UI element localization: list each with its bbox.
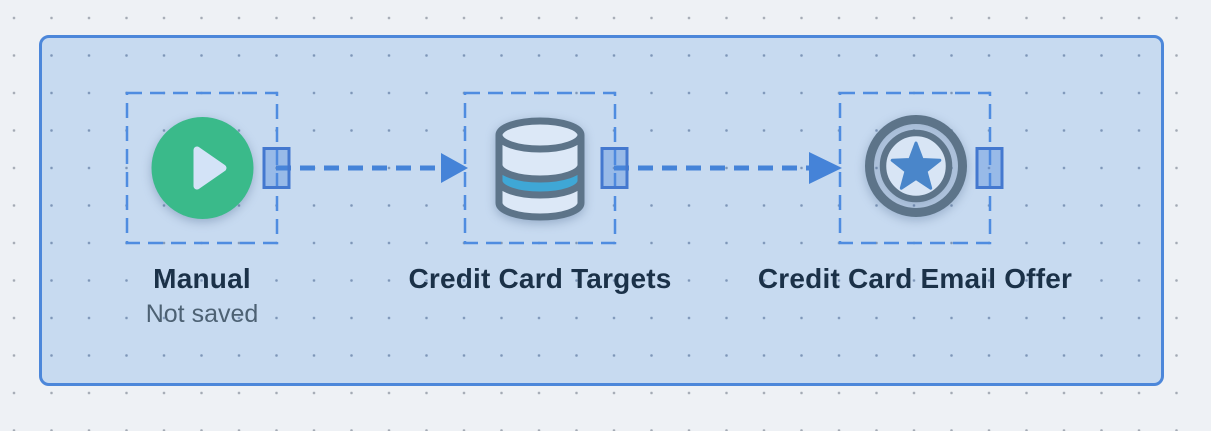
connector-targets-to-offer[interactable] <box>614 152 842 184</box>
node-label-credit-card-targets: Credit Card Targets <box>408 263 672 294</box>
selection-box-credit-card-targets[interactable] <box>463 91 617 245</box>
arrowhead-icon <box>809 152 842 184</box>
output-handle-manual[interactable] <box>262 147 291 189</box>
selection-box-credit-card-email-offer[interactable] <box>838 91 992 245</box>
database-icon[interactable] <box>495 117 585 221</box>
connector-manual-to-targets[interactable] <box>276 153 468 183</box>
output-handle-credit-card-targets[interactable] <box>600 147 629 189</box>
node-label-manual: Manual <box>153 263 251 294</box>
node-credit-card-email-offer[interactable] <box>838 91 992 245</box>
play-icon[interactable] <box>151 117 254 219</box>
arrowhead-icon <box>441 153 468 183</box>
output-handle-credit-card-email-offer[interactable] <box>975 147 1004 189</box>
node-credit-card-targets[interactable] <box>463 91 617 245</box>
node-sublabel-manual: Not saved <box>145 300 259 328</box>
node-label-credit-card-email-offer: Credit Card Email Offer <box>757 263 1073 294</box>
node-manual[interactable] <box>125 91 279 245</box>
star-glyph <box>890 141 942 190</box>
selection-box-manual[interactable] <box>125 91 279 245</box>
target-star-icon[interactable] <box>865 115 967 217</box>
